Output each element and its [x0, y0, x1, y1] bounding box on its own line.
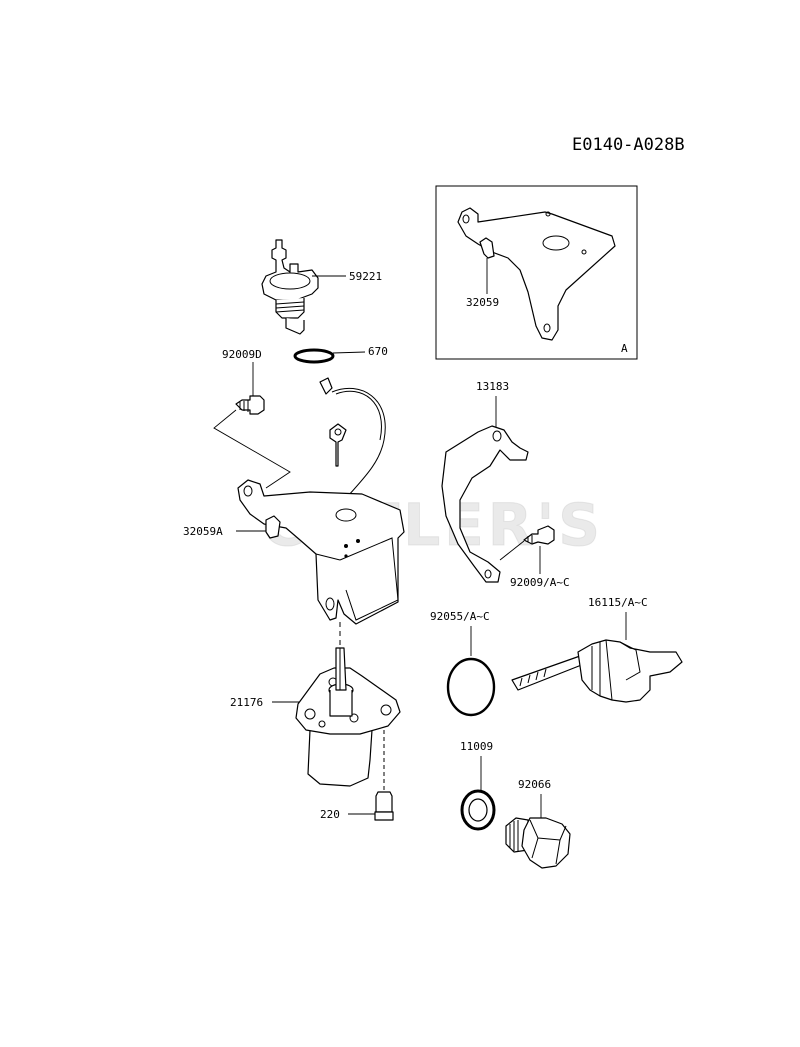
bracket-13183 — [441, 425, 529, 583]
dipstick-16115 — [511, 639, 683, 703]
diagram-code: E0140-A028B — [572, 135, 685, 155]
fuel-valve-59221 — [261, 239, 319, 335]
label-11009: 11009 — [460, 740, 493, 753]
screw-92009D — [235, 395, 265, 415]
label-16115-A-C: 16115/A~C — [588, 596, 648, 609]
washer-11009 — [460, 789, 496, 831]
inset-bracket-32059 — [457, 207, 616, 341]
label-13183: 13183 — [476, 380, 509, 393]
label-92055-A-C: 92055/A~C — [430, 610, 490, 623]
label-21176: 21176 — [230, 696, 263, 709]
label-92066: 92066 — [518, 778, 551, 791]
inset-box: A 32059 — [435, 185, 638, 360]
inset-corner-label: A — [621, 342, 628, 355]
solenoid-21176 — [295, 647, 401, 787]
label-92009-A-C: 92009/A~C — [510, 576, 570, 589]
label-59221: 59221 — [349, 270, 382, 283]
o-ring-92055 — [446, 657, 496, 717]
screw-92009-A-C — [523, 525, 555, 545]
bolt-220 — [374, 791, 394, 821]
grommet-32059A — [265, 515, 281, 539]
control-cable — [319, 377, 386, 497]
o-ring-670 — [293, 348, 335, 364]
label-220: 220 — [320, 808, 340, 821]
label-32059A: 32059A — [183, 525, 223, 538]
inset-part-label: 32059 — [466, 296, 499, 309]
label-92009D: 92009D — [222, 348, 262, 361]
drain-plug-92066 — [505, 817, 571, 869]
label-670: 670 — [368, 345, 388, 358]
